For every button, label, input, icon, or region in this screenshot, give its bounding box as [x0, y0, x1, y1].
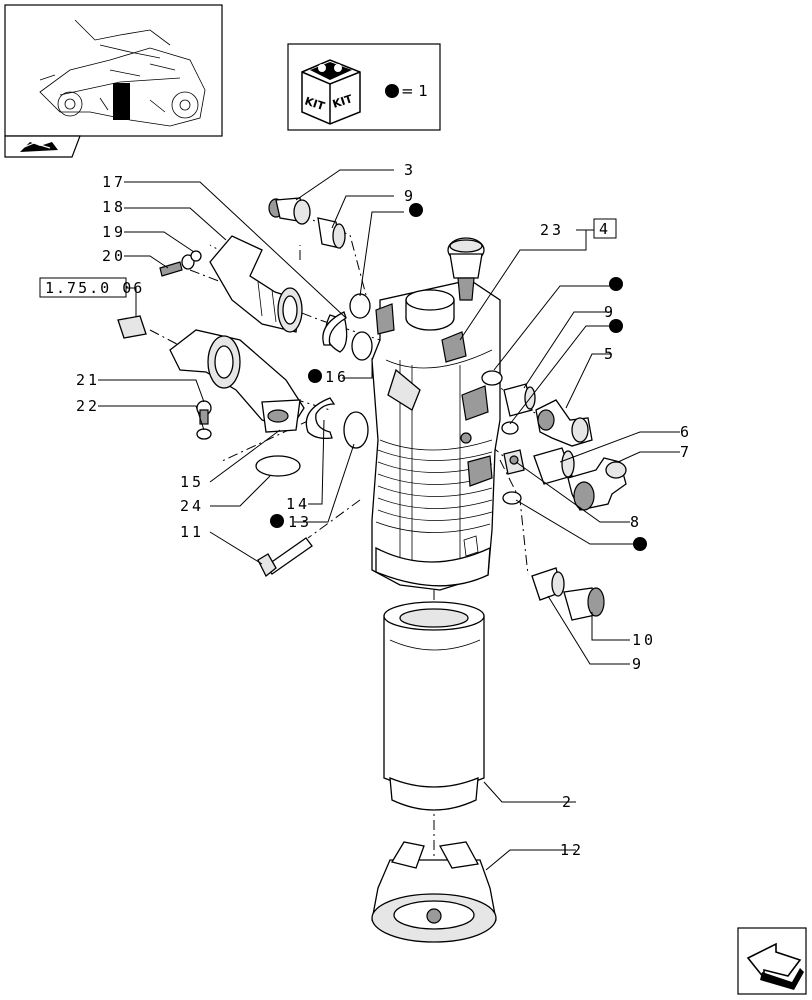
o-ring-r2[interactable] — [501, 421, 519, 435]
filter-bowl-cap[interactable] — [371, 841, 497, 943]
callout-22: 22 — [76, 397, 100, 415]
filter-housing[interactable] — [371, 279, 501, 591]
o-ring-16[interactable] — [351, 331, 373, 361]
callout-17: 17 — [102, 173, 126, 191]
kit-dot-r3 — [633, 537, 647, 551]
callout-6: 6 — [680, 423, 692, 441]
kit-box-icon: KIT KIT — [301, 59, 361, 125]
callout-8: 8 — [630, 513, 642, 531]
callout-labels: 17 18 19 20 21 22 15 24 11 14 13 16 3 9 … — [76, 161, 692, 859]
sleeve-9-top[interactable] — [317, 217, 346, 249]
callout-14: 14 — [286, 495, 310, 513]
kit-dot-top — [409, 203, 423, 217]
o-ring-13[interactable] — [343, 411, 369, 449]
callout-9-bottom: 9 — [632, 655, 644, 673]
callout-9-mid: 9 — [604, 303, 616, 321]
o-ring-r1[interactable] — [481, 370, 503, 386]
snap-ring-14[interactable] — [305, 397, 336, 440]
washer-19[interactable] — [190, 250, 202, 262]
o-ring-top[interactable] — [349, 293, 371, 319]
kit-legend: KIT KIT = 1 — [287, 43, 441, 131]
plug-3[interactable] — [268, 197, 311, 225]
callout-12: 12 — [560, 841, 584, 859]
callout-23: 23 — [540, 221, 564, 239]
kit-dot-r1 — [609, 277, 623, 291]
callout-11: 11 — [180, 523, 204, 541]
callout-13: 13 — [288, 513, 312, 531]
plug-10[interactable] — [563, 587, 605, 621]
sleeve-9-bottom[interactable] — [531, 567, 565, 601]
breather-cap-23[interactable] — [447, 237, 485, 301]
callout-18: 18 — [102, 198, 126, 216]
reference-box[interactable]: 1.75.0 06 — [39, 277, 144, 298]
washer-22[interactable] — [196, 428, 212, 440]
callout-16: 16 — [325, 368, 349, 386]
kit-dot-13 — [270, 514, 284, 528]
callout-24: 24 — [180, 497, 204, 515]
next-page-arrow-icon[interactable] — [737, 927, 807, 995]
callout-15: 15 — [180, 473, 204, 491]
sensor-1-75[interactable] — [117, 315, 147, 339]
callout-9-top: 9 — [404, 187, 416, 205]
kit-label-left: KIT — [303, 94, 327, 113]
tractor-return-icon[interactable] — [4, 135, 81, 158]
callout-3: 3 — [404, 161, 416, 179]
reference-box-label: 1.75.0 06 — [45, 279, 144, 297]
bolt-11[interactable] — [257, 537, 313, 578]
kit-quantity-label: = 1 — [401, 82, 428, 100]
kit-dot-16 — [308, 369, 322, 383]
callout-10: 10 — [632, 631, 656, 649]
callout-21: 21 — [76, 371, 100, 389]
adapter-8[interactable] — [503, 449, 525, 475]
kit-dot-r2 — [609, 319, 623, 333]
filter-cartridge[interactable] — [383, 601, 485, 811]
overview-thumbnail — [4, 4, 223, 137]
o-ring-24[interactable] — [255, 455, 301, 477]
elbow-fitting-7[interactable] — [567, 457, 627, 511]
callout-19: 19 — [102, 223, 126, 241]
o-ring-r3[interactable] — [502, 491, 522, 505]
callout-7: 7 — [680, 443, 692, 461]
group-box[interactable]: 4 — [593, 218, 617, 239]
kit-label-right: KIT — [331, 92, 355, 111]
bolt-20[interactable] — [159, 254, 195, 277]
elbow-fitting-5[interactable] — [535, 399, 593, 447]
tractor-overview-image — [39, 19, 206, 127]
callout-2: 2 — [562, 793, 574, 811]
snap-ring-17[interactable] — [322, 311, 348, 353]
lower-elbow-pipe[interactable] — [169, 329, 305, 433]
group-box-label: 4 — [599, 220, 611, 238]
leader-lines — [98, 169, 680, 871]
callout-20: 20 — [102, 247, 126, 265]
sleeve-9-mid[interactable] — [503, 383, 536, 417]
kit-dot-marker — [385, 84, 399, 98]
bolt-21[interactable] — [196, 400, 212, 425]
upper-elbow-pipe[interactable] — [209, 235, 303, 333]
callout-5: 5 — [604, 345, 616, 363]
